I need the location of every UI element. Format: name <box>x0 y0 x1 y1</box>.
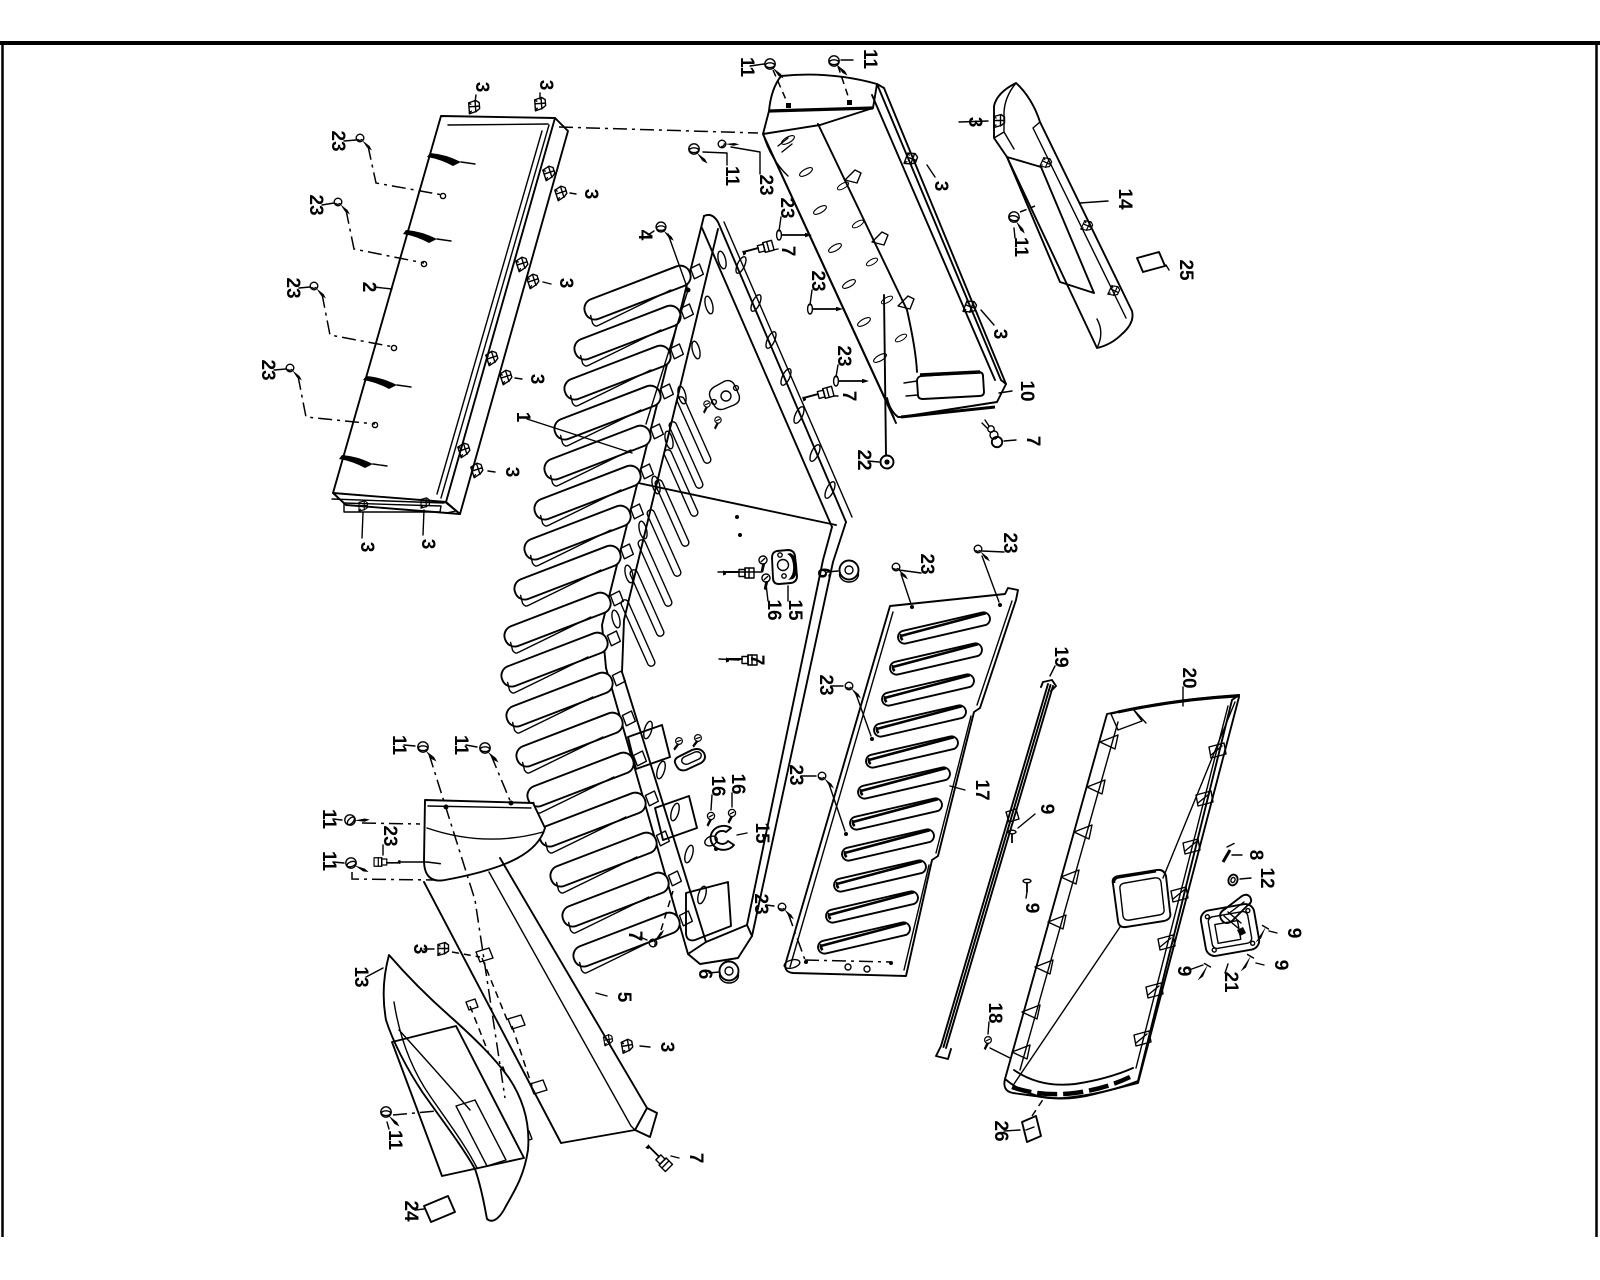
svg-text:17: 17 <box>971 779 992 800</box>
svg-text:3: 3 <box>417 539 438 550</box>
svg-text:23: 23 <box>379 825 400 846</box>
svg-text:10: 10 <box>1016 380 1037 401</box>
svg-text:11: 11 <box>384 1130 405 1151</box>
svg-text:26: 26 <box>990 1120 1011 1141</box>
svg-text:23: 23 <box>257 359 278 380</box>
svg-text:22: 22 <box>853 449 874 470</box>
svg-text:11: 11 <box>1010 237 1031 258</box>
svg-text:11: 11 <box>721 166 742 187</box>
svg-text:9: 9 <box>1173 966 1194 977</box>
svg-text:11: 11 <box>388 735 409 756</box>
svg-text:9: 9 <box>1283 928 1304 939</box>
svg-text:16: 16 <box>707 775 728 796</box>
svg-text:7: 7 <box>1022 436 1043 447</box>
svg-text:11: 11 <box>859 49 880 70</box>
svg-text:1: 1 <box>512 412 533 423</box>
svg-text:15: 15 <box>751 822 772 844</box>
svg-text:23: 23 <box>305 194 326 215</box>
svg-text:12: 12 <box>1256 867 1277 888</box>
svg-text:23: 23 <box>807 270 828 291</box>
svg-text:23: 23 <box>755 174 776 195</box>
svg-text:23: 23 <box>916 553 937 574</box>
svg-text:16: 16 <box>727 773 748 794</box>
svg-text:18: 18 <box>984 1002 1005 1023</box>
svg-text:3: 3 <box>535 80 556 91</box>
svg-text:11: 11 <box>736 57 757 78</box>
svg-text:23: 23 <box>776 197 797 218</box>
svg-text:3: 3 <box>356 542 377 553</box>
svg-text:3: 3 <box>526 374 547 385</box>
svg-text:3: 3 <box>964 117 985 128</box>
svg-text:7: 7 <box>624 931 645 942</box>
svg-text:23: 23 <box>785 764 806 785</box>
svg-text:14: 14 <box>1114 188 1135 210</box>
svg-text:23: 23 <box>999 532 1020 553</box>
svg-text:23: 23 <box>750 893 771 914</box>
svg-text:4: 4 <box>634 230 655 241</box>
svg-text:6: 6 <box>694 969 715 980</box>
svg-text:24: 24 <box>400 1200 421 1222</box>
svg-text:2: 2 <box>358 282 379 293</box>
svg-text:11: 11 <box>450 735 471 756</box>
svg-text:6: 6 <box>813 568 834 579</box>
svg-text:16: 16 <box>763 599 784 620</box>
svg-text:3: 3 <box>580 189 601 200</box>
svg-text:3: 3 <box>989 329 1010 340</box>
svg-text:7: 7 <box>838 391 859 402</box>
svg-text:9: 9 <box>1036 804 1057 815</box>
svg-text:11: 11 <box>318 851 339 872</box>
svg-text:9: 9 <box>1021 903 1042 914</box>
svg-text:7: 7 <box>685 1153 706 1164</box>
svg-text:21: 21 <box>1220 971 1241 993</box>
svg-text:19: 19 <box>1050 646 1071 667</box>
svg-text:3: 3 <box>409 944 430 955</box>
svg-text:7: 7 <box>746 655 767 666</box>
svg-text:20: 20 <box>1178 667 1199 688</box>
svg-text:8: 8 <box>1245 850 1266 861</box>
svg-text:23: 23 <box>833 345 854 366</box>
svg-text:3: 3 <box>555 278 576 289</box>
svg-text:23: 23 <box>815 674 836 695</box>
svg-text:23: 23 <box>282 277 303 298</box>
svg-text:15: 15 <box>784 599 805 621</box>
svg-text:3: 3 <box>656 1042 677 1053</box>
svg-text:3: 3 <box>930 181 951 192</box>
svg-text:25: 25 <box>1175 259 1196 281</box>
svg-text:3: 3 <box>471 82 492 93</box>
svg-text:13: 13 <box>350 966 371 987</box>
svg-text:7: 7 <box>777 246 798 257</box>
svg-text:5: 5 <box>613 992 634 1003</box>
svg-text:3: 3 <box>501 467 522 478</box>
svg-text:23: 23 <box>327 130 348 151</box>
svg-text:11: 11 <box>318 809 339 830</box>
svg-text:9: 9 <box>1270 960 1291 971</box>
